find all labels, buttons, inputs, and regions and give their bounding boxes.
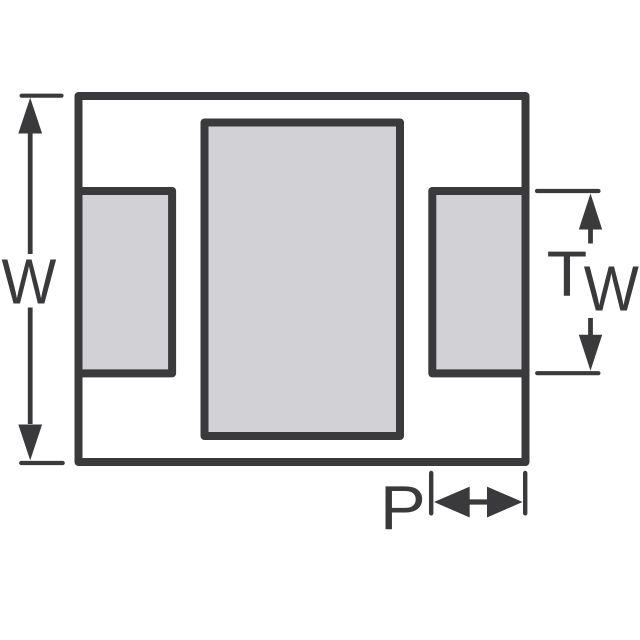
svg-text:W: W bbox=[584, 253, 640, 325]
svg-text:T: T bbox=[547, 238, 588, 310]
svg-text:P: P bbox=[380, 474, 426, 543]
svg-text:W: W bbox=[2, 246, 57, 318]
